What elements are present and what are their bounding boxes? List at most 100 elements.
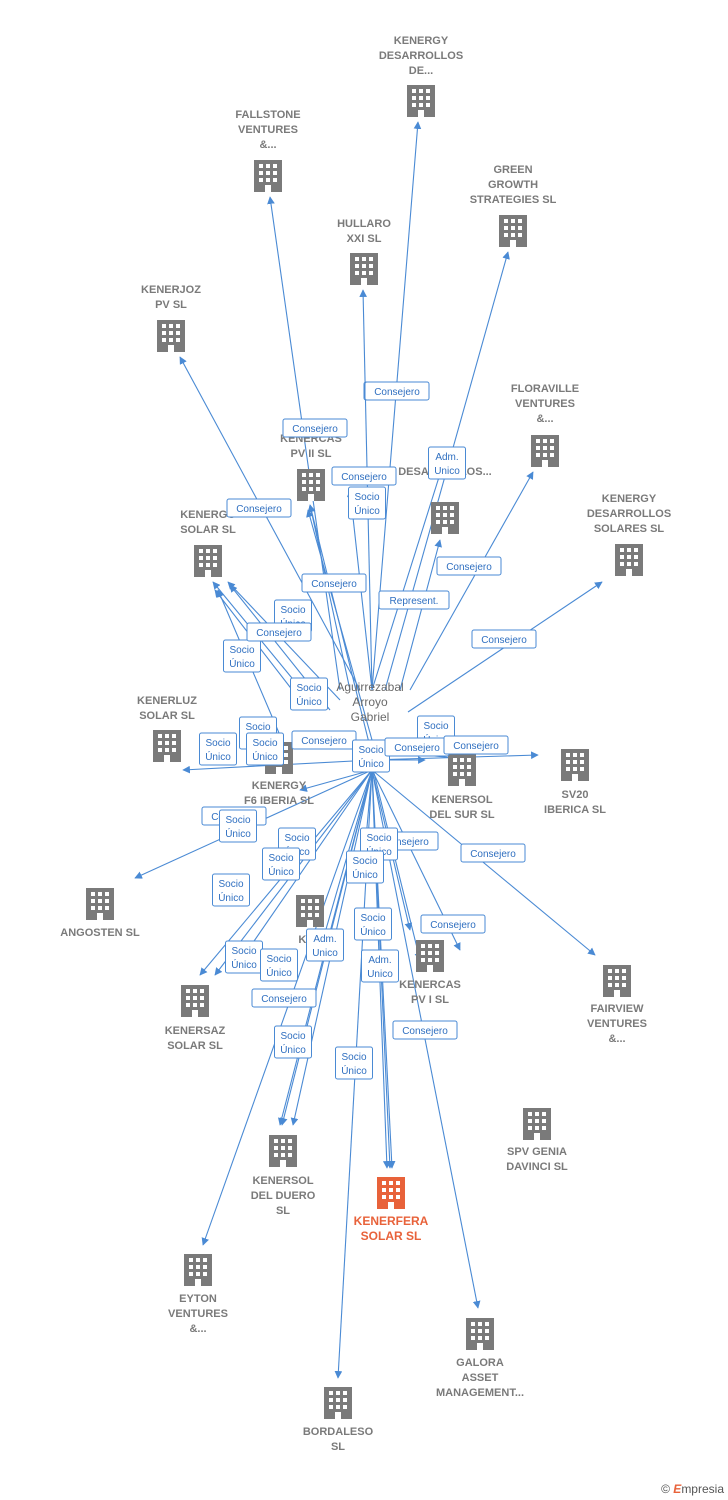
edge-label-21[interactable]: Consejero [384,737,450,757]
footer-brand[interactable]: © Empresia [661,1482,724,1496]
company-node-eyton[interactable]: EYTONVENTURES&... [168,1254,228,1335]
company-name-line: GREEN [493,164,532,176]
edge-label-text: Represent. [390,596,439,607]
brand-name: mpresia [681,1482,724,1496]
edge-label-38[interactable]: Consejero [392,1020,458,1040]
company-node-fallstone[interactable]: FALLSTONEVENTURES&... [235,109,301,192]
company-node-fairview[interactable]: FAIRVIEWVENTURES&... [587,965,647,1045]
company-node-floraville[interactable]: FLORAVILLEVENTURES&... [511,383,579,467]
building-icon [324,1387,352,1419]
company-name-line: SOLAR SL [180,524,236,536]
edge-label-3[interactable]: Adm.Unico [428,446,466,480]
company-name-line: VENTURES [238,124,298,136]
company-name-line: KENERSOL [252,1175,313,1187]
edge-label-text: Unico [312,948,338,959]
company-name-line: ASSET [462,1372,499,1384]
edge-label-text: Consejero [256,628,302,639]
edge-label-text: Único [358,757,384,770]
edge-label-22[interactable]: Consejero [443,735,509,755]
edge-label-7[interactable]: Consejero [436,556,502,576]
company-name-line: SOLAR SL [167,1040,223,1052]
edge-label-32[interactable]: Adm.Unico [306,928,344,962]
edge-label-18[interactable]: Consejero [291,730,357,750]
edge-label-box [420,914,486,934]
edge-label-text: Único [341,1064,367,1077]
company-node-galora[interactable]: GALORAASSETMANAGEMENT... [436,1318,524,1399]
edge-label-text: Socio [341,1052,366,1063]
edge-label-30[interactable]: Consejero [460,843,526,863]
company-name-line: ANGOSTEN SL [60,927,140,939]
edge-label-9[interactable]: Represent. [378,590,450,610]
company-name-line: VENTURES [515,398,575,410]
edge-label-text: Socio [284,833,309,844]
edge-label-1[interactable]: Consejero [282,418,348,438]
edge-label-6[interactable]: Consejero [226,498,292,518]
edge-label-text: Adm. [368,955,391,966]
edge-label-text: Adm. [435,452,458,463]
edge-label-13[interactable]: Consejero [246,622,312,642]
edge-label-text: Consejero [402,1026,448,1037]
edge-label-11[interactable]: Consejero [471,629,537,649]
company-name-line: &... [608,1033,625,1045]
edge-label-8[interactable]: Consejero [301,573,367,593]
company-name-line: SOLAR SL [361,1229,422,1243]
building-icon [297,469,325,501]
edge-label-box [262,847,300,881]
company-name-line: FLORAVILLE [511,383,579,395]
edge-label-4[interactable]: Consejero [331,466,397,486]
company-node-angosten[interactable]: ANGOSTEN SL [60,888,140,939]
company-name-line: BORDALESO [303,1426,374,1438]
edge-label-36[interactable]: Adm.Unico [361,949,399,983]
edge-label-text: Único [229,657,255,670]
edge-label-text: Único [218,891,244,904]
building-icon [269,1135,297,1167]
company-name-line: GROWTH [488,179,538,191]
edge-label-2[interactable]: Consejero [364,381,430,401]
company-name-line: SL [331,1441,345,1453]
edge-label-text: Consejero [236,504,282,515]
brand-initial: E [673,1482,682,1496]
edge-label-text: Único [354,504,380,517]
company-name-line: SOLARES SL [594,523,665,535]
edge-label-37[interactable]: Consejero [251,988,317,1008]
edge-label-text: Socio [229,645,254,656]
building-icon [431,502,459,534]
edge-label-text: Consejero [394,743,440,754]
company-name-line: VENTURES [168,1308,228,1320]
edge-label-box [346,850,384,884]
company-node-bordaleso[interactable]: BORDALESO SL [303,1387,374,1453]
edge-label-33[interactable]: Consejero [420,914,486,934]
edge-line-6 [179,356,361,691]
company-node-kenergy-desarrollos-de[interactable]: KENERGYDESARROLLOSDE... [379,35,463,117]
